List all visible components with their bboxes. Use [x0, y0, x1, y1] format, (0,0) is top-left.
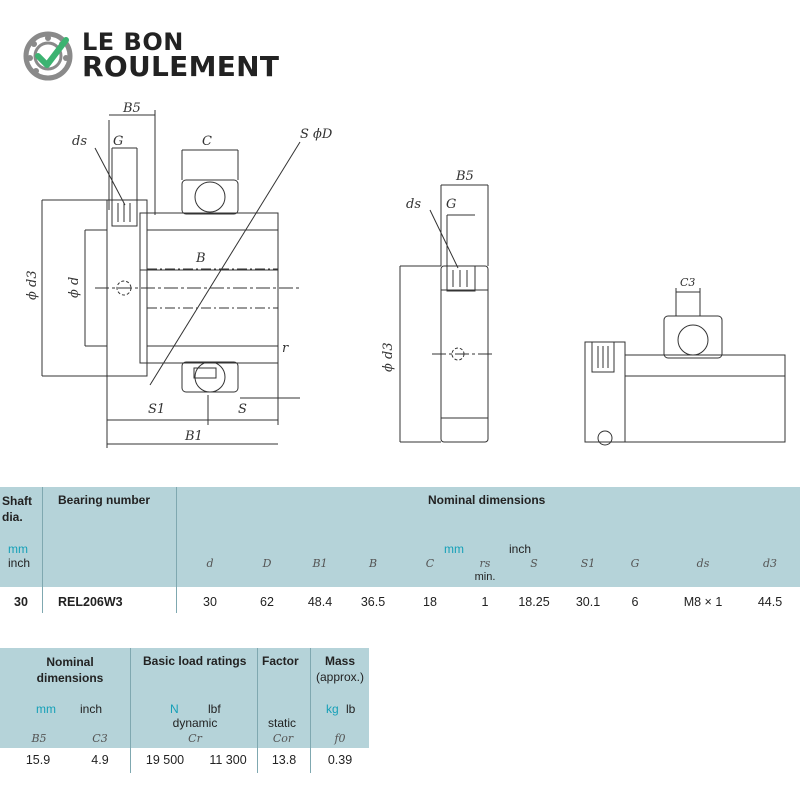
- unit-mm-2: mm: [36, 702, 56, 716]
- col-nominal-dimensions-2: Nominal dimensions: [36, 655, 104, 685]
- sym-cr: Cr: [188, 732, 202, 745]
- row-shaft-dia: 30: [14, 595, 28, 609]
- label-b5-side: B5: [455, 169, 474, 184]
- val-s1: 30.1: [575, 595, 601, 609]
- val-b: 36.5: [360, 595, 386, 609]
- label-b5: B5: [122, 101, 141, 116]
- unit-n: N: [170, 702, 179, 716]
- sym-big-d: D: [262, 557, 272, 570]
- sym-s1: S1: [580, 557, 596, 570]
- label-s-phi-d: S ϕD: [300, 127, 333, 142]
- label-phi-d: ϕ d: [67, 277, 82, 298]
- label-g-side: G: [446, 197, 456, 212]
- sym-g: G: [630, 557, 640, 570]
- logo-text-line2: ROULEMENT: [82, 50, 280, 83]
- val-d: 30: [203, 595, 217, 609]
- brand-logo: LE BON ROULEMENT: [22, 26, 302, 86]
- unit-inch-2: inch: [80, 702, 103, 716]
- unit-lb: lb: [346, 702, 356, 716]
- bearing-technical-drawing: B5 ds G C S ϕD ϕ d3 ϕ d B r S1 S B1 B5 d…: [25, 101, 786, 448]
- val-cr-n: 19 500: [145, 753, 185, 767]
- val-c: 18: [423, 595, 437, 609]
- unit-lbf: lbf: [208, 702, 221, 716]
- sym-b: B: [368, 557, 378, 570]
- val-b5: 15.9: [25, 753, 51, 767]
- logo-text-line1: LE BON: [82, 28, 184, 56]
- val-f0-factor: 13.8: [271, 753, 297, 767]
- label-dynamic: dynamic: [172, 716, 218, 730]
- label-r: r: [282, 341, 289, 356]
- unit-mm-nominal: mm: [444, 542, 464, 556]
- label-phi-d3: ϕ d3: [25, 270, 40, 300]
- val-big-d: 62: [260, 595, 274, 609]
- sym-s: S: [530, 557, 538, 570]
- val-ds: M8 × 1: [683, 595, 723, 609]
- bearing-check-logo-icon: [23, 31, 73, 81]
- label-b1: B1: [184, 429, 203, 444]
- sym-ds: ds: [696, 557, 710, 570]
- col-factor: Factor: [262, 654, 299, 668]
- val-g: 6: [631, 595, 639, 609]
- label-static: static: [268, 716, 297, 730]
- col-mass: Mass: [324, 654, 356, 668]
- label-ds: ds: [72, 134, 87, 149]
- sym-rs: rs: [479, 557, 491, 570]
- unit-inch: inch: [8, 556, 31, 570]
- sym-b1: B1: [312, 557, 328, 570]
- sym-c3: C3: [92, 732, 108, 745]
- val-d3: 44.5: [757, 595, 783, 609]
- unit-mm: mm: [8, 542, 28, 556]
- val-c3: 4.9: [91, 753, 109, 767]
- spec-table-1: [0, 487, 800, 587]
- label-s1: S1: [148, 402, 165, 417]
- val-cr-lbf: 11 300: [209, 753, 247, 767]
- label-phi-d3-side: ϕ d3: [381, 342, 396, 372]
- sym-b5: B5: [31, 732, 47, 745]
- sym-f0: f0: [334, 732, 346, 745]
- col-basic-load-ratings: Basic load ratings: [143, 654, 247, 668]
- col-nominal-dimensions: Nominal dimensions: [428, 493, 546, 507]
- label-g: G: [113, 134, 123, 149]
- unit-inch-nominal: inch: [509, 542, 532, 556]
- sym-d3: d3: [762, 557, 778, 570]
- label-b: B: [195, 251, 206, 266]
- sym-c: C: [425, 557, 435, 570]
- sym-d: d: [206, 557, 214, 570]
- label-ds-side: ds: [406, 197, 421, 212]
- spec-table-2: [0, 648, 369, 748]
- label-s: S: [238, 402, 247, 417]
- col-shaft-dia: Shaft dia.: [2, 494, 32, 524]
- inner-ring-body: [139, 212, 279, 364]
- label-c: C: [202, 134, 212, 149]
- row-bearing-number: REL206W3: [58, 595, 123, 609]
- rs-min-label: min.: [474, 571, 496, 583]
- val-s: 18.25: [518, 595, 550, 609]
- col-bearing-number: Bearing number: [58, 493, 151, 507]
- mass-approx: (approx.): [315, 670, 365, 684]
- sym-cor: Cor: [272, 732, 294, 745]
- val-rs: 1: [481, 595, 489, 609]
- val-b1: 48.4: [307, 595, 333, 609]
- label-c3: C3: [680, 276, 695, 289]
- val-mass: 0.39: [327, 753, 353, 767]
- unit-kg: kg: [326, 702, 339, 716]
